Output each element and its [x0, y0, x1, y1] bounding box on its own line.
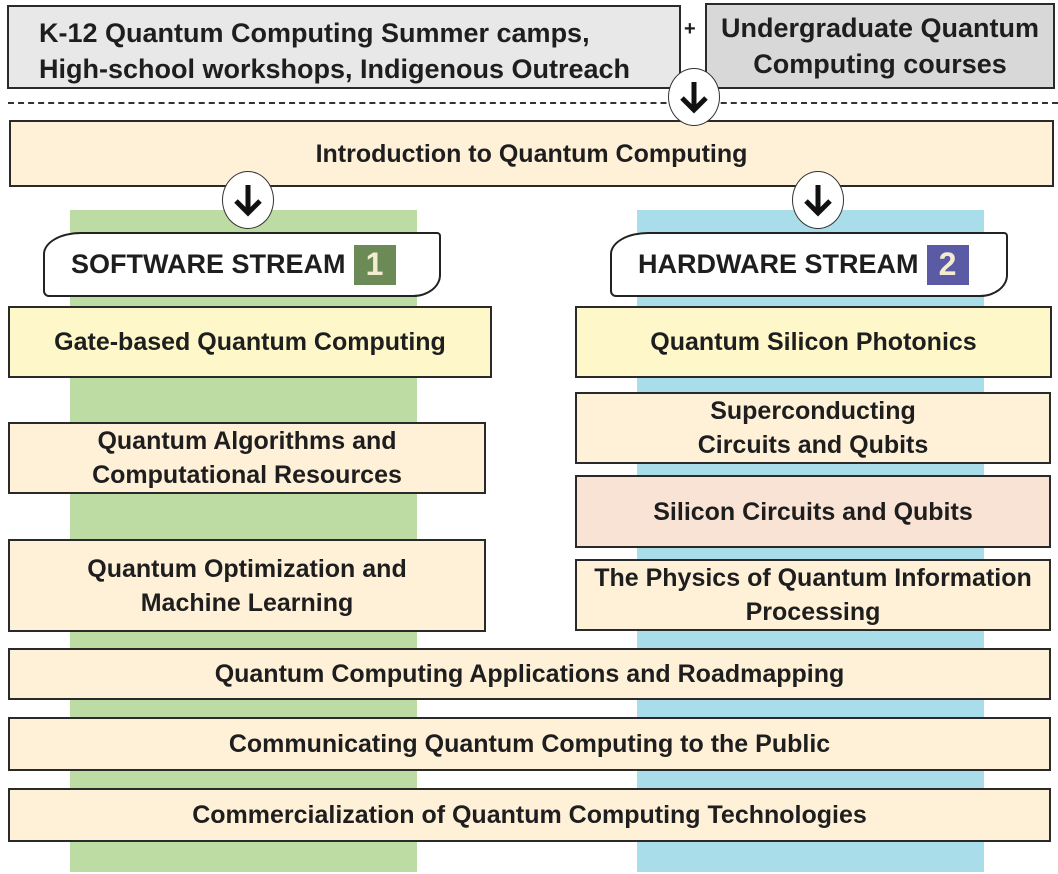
software-stream-label: SOFTWARE STREAM 1 [43, 232, 441, 297]
hardware-stream-badge: 2 [926, 244, 969, 285]
undergrad-line-2: Computing courses [753, 49, 1007, 79]
undergrad-box: Undergraduate Quantum Computing courses [705, 3, 1055, 89]
software-stream-title: SOFTWARE STREAM [71, 249, 346, 279]
course-gate-based: Gate-based Quantum Computing [8, 306, 492, 378]
down-arrow-icon [222, 171, 274, 229]
course-physics-qip: The Physics of Quantum Information Proce… [575, 559, 1051, 631]
software-stream-badge: 1 [353, 244, 396, 285]
down-arrow-icon [792, 171, 844, 229]
down-arrow-icon [668, 68, 720, 126]
course-silicon-circuits: Silicon Circuits and Qubits [575, 475, 1051, 548]
course-communicating: Communicating Quantum Computing to the P… [8, 717, 1051, 771]
outreach-line-2: High-school workshops, Indigenous Outrea… [39, 54, 631, 84]
hardware-stream-label: HARDWARE STREAM 2 [610, 232, 1008, 297]
divider-dashed [8, 102, 1058, 104]
course-applications-roadmapping: Quantum Computing Applications and Roadm… [8, 648, 1051, 700]
course-silicon-photonics: Quantum Silicon Photonics [575, 306, 1052, 378]
course-optimization-ml: Quantum Optimization and Machine Learnin… [8, 539, 486, 632]
undergrad-line-1: Undergraduate Quantum [720, 13, 1040, 43]
outreach-line-1: K-12 Quantum Computing Summer camps, [39, 18, 590, 48]
intro-box: Introduction to Quantum Computing [9, 120, 1054, 187]
course-superconducting: Superconducting Circuits and Qubits [575, 392, 1051, 464]
course-commercialization: Commercialization of Quantum Computing T… [8, 788, 1051, 842]
outreach-box: K-12 Quantum Computing Summer camps, Hig… [7, 5, 681, 89]
plus-sign: + [684, 18, 696, 40]
course-algorithms: Quantum Algorithms and Computational Res… [8, 422, 486, 494]
hardware-stream-title: HARDWARE STREAM [638, 249, 919, 279]
